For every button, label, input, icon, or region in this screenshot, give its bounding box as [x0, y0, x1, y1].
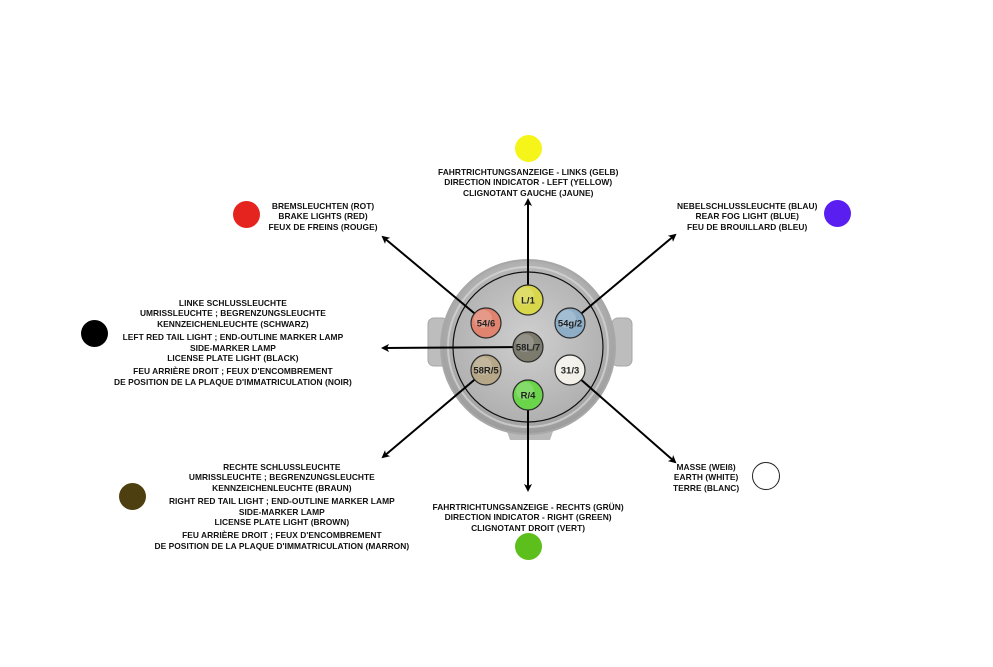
label-line: CLIGNOTANT GAUCHE (JAUNE)	[463, 187, 594, 198]
color-swatch-brake-lights	[232, 200, 260, 228]
pin-label: 58R/5	[473, 366, 499, 377]
pin-circle	[512, 331, 544, 363]
pin-54g-2: 54g/2	[554, 307, 586, 339]
color-swatch-right-indicator	[514, 532, 542, 560]
pin-label: 54/6	[477, 319, 496, 330]
label-line: LICENSE PLATE LIGHT (BLACK)	[167, 353, 299, 364]
color-swatch-right-tail-light	[118, 482, 146, 510]
arrow-rear-fog-light	[569, 233, 677, 324]
label-line: MASSE (WEIß)	[676, 462, 736, 472]
pin-highlight	[474, 310, 492, 328]
label-line: NEBELSCHLUSSLEUCHTE (BLAU)	[677, 201, 818, 211]
pin-54-6: 54/6	[470, 307, 502, 339]
label-left-indicator: FAHRTRICHTUNGSANZEIGE - LINKS (GELB)DIRE…	[438, 167, 618, 198]
label-line: FEU DE BROUILLARD (BLEU)	[687, 221, 808, 232]
label-right-indicator: FAHRTRICHTUNGSANZEIGE - RECHTS (GRÜN)DIR…	[433, 502, 624, 533]
pin-L-1: L/1	[512, 284, 544, 316]
label-line: FAHRTRICHTUNGSANZEIGE - LINKS (GELB)	[438, 167, 619, 177]
pin-label: 54g/2	[558, 319, 582, 330]
label-line: LICENSE PLATE LIGHT (BROWN)	[214, 517, 350, 528]
pin-circle	[512, 284, 544, 316]
label-line: FEUX DE FREINS (ROUGE)	[268, 221, 378, 232]
pin-58L-7: 58L/7	[512, 331, 544, 363]
color-swatch-earth	[752, 462, 780, 490]
color-swatch-left-tail-light	[80, 319, 108, 347]
pin-highlight	[516, 334, 534, 352]
arrow-right-tail-light	[381, 369, 487, 459]
pin-highlight	[558, 357, 576, 375]
pin-highlight	[516, 382, 534, 400]
label-line: BREMSLEUCHTEN (ROT)	[271, 201, 375, 211]
label-line: DIRECTION INDICATOR - LEFT (YELLOW)	[444, 177, 613, 188]
pin-label: L/1	[521, 296, 535, 307]
label-line: KENNZEICHENLEUCHTE (SCHWARZ)	[157, 318, 309, 329]
label-line: FEU ARRIÈRE DROIT ; FEUX D'ENCOMBREMENT	[133, 366, 333, 377]
pin-31-3: 31/3	[554, 354, 586, 386]
label-line: CLIGNOTANT DROIT (VERT)	[471, 522, 586, 533]
arrow-earth	[569, 369, 677, 464]
label-line: DIRECTION INDICATOR - RIGHT (GREEN)	[444, 512, 612, 523]
pin-circle	[470, 307, 502, 339]
label-line: RECHTE SCHLUSSLEUCHTE	[223, 462, 341, 472]
label-line: SIDE-MARKER LAMP	[238, 506, 325, 517]
pin-label: 31/3	[561, 366, 580, 377]
label-line: SIDE-MARKER LAMP	[189, 342, 276, 353]
label-line: KENNZEICHENLEUCHTE (BRAUN)	[212, 482, 352, 493]
pin-highlight	[474, 357, 492, 375]
pin-58R-5: 58R/5	[470, 354, 502, 386]
pin-circle	[554, 354, 586, 386]
pin-label: R/4	[521, 391, 537, 402]
color-swatch-left-indicator	[514, 134, 542, 162]
label-line: TERRE (BLANC)	[673, 482, 740, 493]
pin-circle	[512, 379, 544, 411]
label-line: EARTH (WHITE)	[673, 472, 739, 483]
label-line: REAR FOG LIGHT (BLUE)	[695, 211, 799, 222]
label-line: LEFT RED TAIL LIGHT ; END-OUTLINE MARKER…	[122, 332, 344, 343]
label-line: DE POSITION DE LA PLAQUE D'IMMATRICULATI…	[114, 376, 352, 387]
arrow-brake-lights	[381, 235, 487, 324]
pin-highlight	[516, 287, 534, 305]
label-line: FEU ARRIÈRE DROIT ; FEUX D'ENCOMBREMENT	[182, 530, 382, 541]
label-line: UMRISSLEUCHTE ; BEGRENZUNGSLEUCHTE	[139, 308, 326, 319]
pin-circle	[470, 354, 502, 386]
label-line: UMRISSLEUCHTE ; BEGRENZUNGSLEUCHTE	[188, 472, 375, 483]
label-line: RIGHT RED TAIL LIGHT ; END-OUTLINE MARKE…	[168, 496, 395, 507]
pin-R-4: R/4	[512, 379, 544, 411]
label-rear-fog-light: NEBELSCHLUSSLEUCHTE (BLAU)REAR FOG LIGHT…	[677, 201, 817, 232]
label-line: LINKE SCHLUSSLEUCHTE	[178, 298, 287, 308]
arrow-left-tail-light	[381, 343, 529, 352]
label-line: FAHRTRICHTUNGSANZEIGE - RECHTS (GRÜN)	[432, 502, 624, 512]
label-line: DE POSITION DE LA PLAQUE D'IMMATRICULATI…	[154, 540, 410, 551]
pin-circle	[554, 307, 586, 339]
label-earth: MASSE (WEIß)EARTH (WHITE)TERRE (BLANC)	[673, 462, 739, 493]
pin-label: 58L/7	[516, 343, 540, 354]
label-brake-lights: BREMSLEUCHTEN (ROT)BRAKE LIGHTS (RED)FEU…	[269, 201, 378, 232]
pin-highlight	[558, 310, 576, 328]
color-swatch-rear-fog-light	[823, 199, 851, 227]
label-line: BRAKE LIGHTS (RED)	[278, 211, 368, 222]
